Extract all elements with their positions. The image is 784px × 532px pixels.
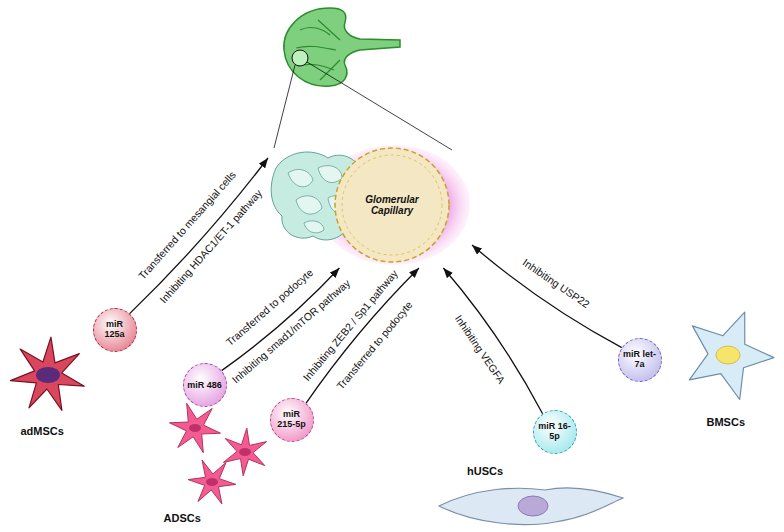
node-outline bbox=[2, 335, 97, 440]
cell-figure: BMSCs bbox=[678, 300, 778, 435]
node-outline bbox=[150, 400, 270, 528]
connector-arrow bbox=[443, 268, 542, 414]
node-outline bbox=[678, 300, 778, 435]
cell-figure: ADSCs bbox=[150, 400, 270, 528]
edge-note: Transferred to podocyte bbox=[334, 298, 416, 393]
edge-label: Inhibiting VEGFA bbox=[452, 312, 508, 387]
edge-label: Inhibiting USP22 bbox=[519, 255, 592, 311]
edge-note: Transferred to podocyte bbox=[223, 265, 317, 349]
node-text: adMSCs bbox=[21, 425, 64, 438]
mirna-vesicle: miR 486 bbox=[183, 363, 227, 407]
mirna-vesicle: miR 125a bbox=[93, 308, 137, 352]
connector-arrow bbox=[472, 245, 622, 348]
glomerulus: Glomerular Capillary bbox=[268, 128, 472, 268]
node-text: hUSCs bbox=[467, 465, 503, 478]
mirna-vesicle: miR 16-5p bbox=[533, 410, 577, 454]
node-text: miR 486 bbox=[187, 380, 223, 390]
cell-figure: adMSCs bbox=[2, 335, 97, 440]
mirna-vesicle: miR let-7a bbox=[618, 338, 662, 382]
cell-figure: hUSCs bbox=[435, 462, 627, 530]
node-outline bbox=[435, 462, 627, 530]
node-text: miR 215-5p bbox=[274, 409, 310, 430]
connector-arrow bbox=[306, 268, 419, 403]
node-text: miR 16-5p bbox=[537, 421, 573, 442]
node-text: miR 125a bbox=[97, 319, 133, 340]
node-text: miR let-7a bbox=[622, 349, 658, 370]
connector-arrow bbox=[130, 158, 268, 314]
mirna-vesicle: miR 215-5p bbox=[270, 398, 314, 442]
node-text: BMSCs bbox=[707, 416, 746, 429]
node-text: ADSCs bbox=[164, 512, 201, 525]
node-text: Glomerular Capillary bbox=[356, 194, 428, 217]
